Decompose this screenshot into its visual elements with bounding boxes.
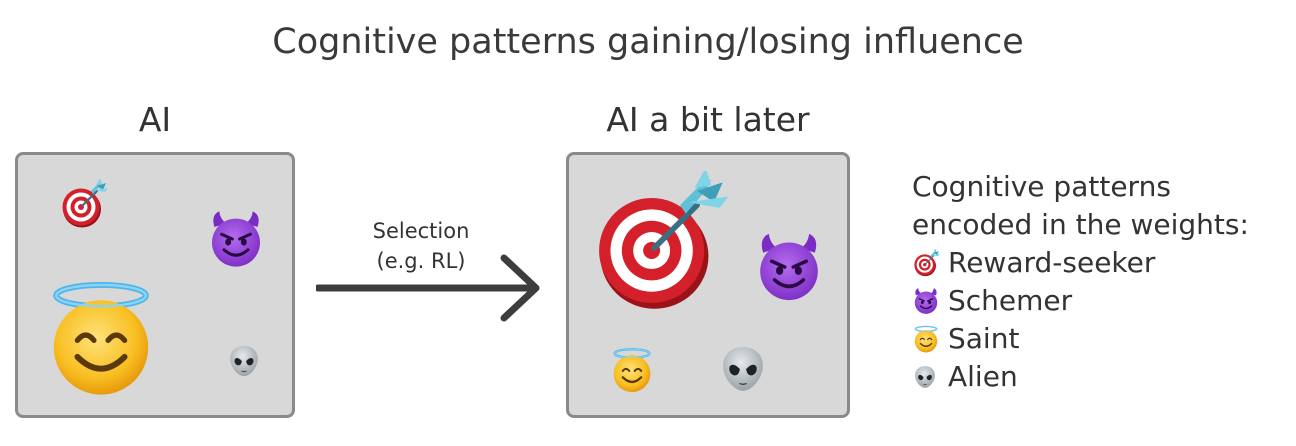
legend-item-reward-seeker: Reward-seeker [912, 244, 1249, 282]
legend-title-line2: encoded in the weights: [912, 208, 1249, 241]
alien-icon [722, 346, 764, 392]
alien-icon [229, 345, 259, 377]
saint-icon [612, 348, 652, 393]
panel-heading-ai: AI [138, 100, 172, 139]
ai-later-panel [566, 152, 850, 418]
legend-item-alien: Alien [912, 358, 1249, 396]
legend-label: Reward-seeker [948, 246, 1156, 279]
alien-icon [914, 365, 936, 389]
legend-title-line1: Cognitive patterns [912, 170, 1171, 203]
reward-seeker-icon [61, 179, 110, 229]
legend-label: Schemer [948, 284, 1073, 317]
schemer-icon [914, 287, 938, 315]
legend-label: Alien [948, 360, 1018, 393]
page-title: Cognitive patterns gaining/losing influe… [272, 22, 1024, 62]
selection-arrow [316, 254, 540, 322]
schemer-icon [210, 209, 262, 269]
schemer-icon [758, 232, 820, 302]
saint-icon [42, 279, 160, 397]
reward-seeker-icon [583, 171, 743, 313]
arrow-label-line1: Selection [372, 219, 470, 243]
legend: Cognitive patterns encoded in the weight… [912, 168, 1249, 396]
saint-icon [914, 325, 938, 353]
legend-item-saint: Saint [912, 320, 1249, 358]
legend-label: Saint [948, 322, 1020, 355]
reward-seeker-icon [913, 249, 941, 277]
legend-item-schemer: Schemer [912, 282, 1249, 320]
arrow-label-line2: (e.g. RL) [376, 249, 466, 273]
panel-heading-ai-later: AI a bit later [606, 100, 810, 139]
ai-panel [15, 152, 295, 418]
